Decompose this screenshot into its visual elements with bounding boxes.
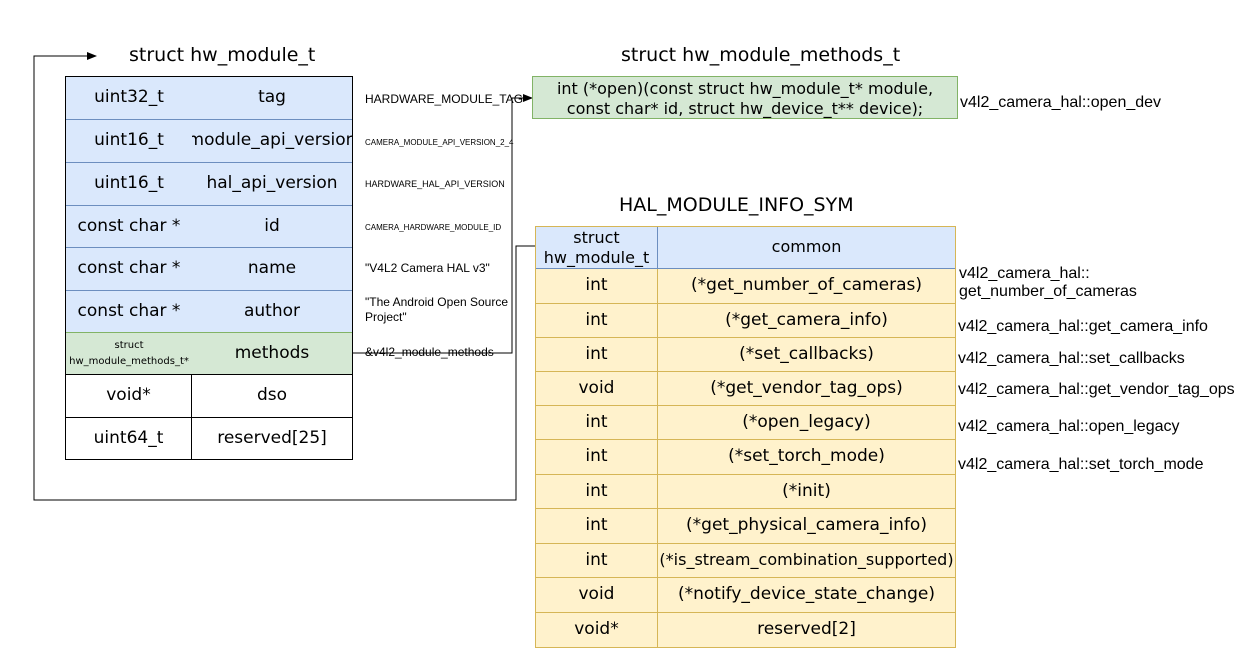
header-field: common [771,237,842,257]
field-name: module_api_version [192,130,352,151]
hw-module-methods-title: struct hw_module_methods_t [621,44,901,66]
field-type: int [536,509,658,543]
field-name: (*get_physical_camera_info) [686,515,927,536]
field-name: tag [258,87,286,108]
open-impl: v4l2_camera_hal::open_dev [960,94,1162,111]
field-type: const char * [77,300,181,321]
field-name: reserved[25] [217,427,327,448]
hw-module-title: struct hw_module_t [129,44,316,66]
get-camera-info-impl: v4l2_camera_hal::get_camera_info [958,318,1208,335]
type-line-2: hw_module_methods_t* [69,355,189,367]
module-api-version-value: CAMERA_MODULE_API_VERSION_2_4 [365,138,514,147]
field-type: int [536,544,658,577]
field-name: (*notify_device_state_change) [677,584,936,605]
open-signature-line-1: int (*open)(const struct hw_module_t* mo… [556,79,934,98]
field-type: int [536,406,658,439]
table-row: int (*get_camera_info) [536,304,955,338]
header-type: struct hw_module_t [536,227,658,268]
table-row: void (*notify_device_state_change) [536,578,955,613]
author-value-line-1: "The Android Open Source [365,295,509,309]
field-type: struct hw_module_methods_t* [66,333,192,374]
table-row: uint64_t reserved[25] [66,418,352,459]
table-row: int (*set_torch_mode) [536,440,955,475]
get-vendor-tag-ops-impl: v4l2_camera_hal::get_vendor_tag_ops [958,381,1235,398]
name-value: "V4L2 Camera HAL v3" [365,261,490,275]
impl-line-1: v4l2_camera_hal:: [959,265,1090,282]
field-type: const char * [77,215,181,236]
field-name: author [243,300,301,321]
field-name: reserved[2] [757,619,856,640]
field-type: const char * [77,258,181,279]
type-line-1: struct [114,339,144,351]
table-row: const char * author [66,291,352,333]
table-row: void (*get_vendor_tag_ops) [536,372,955,406]
field-name: (*set_callbacks) [739,343,874,364]
field-name: name [247,258,297,279]
field-type: int [536,269,658,303]
field-type: uint16_t [94,173,164,194]
table-row: int (*set_callbacks) [536,338,955,372]
tag-value: HARDWARE_MODULE_TAG [365,92,524,106]
table-row: uint16_t hal_api_version [66,163,352,206]
table-row: int (*open_legacy) [536,406,955,440]
table-row: uint32_t tag [66,77,352,120]
field-type: void [536,372,658,405]
field-type: int [536,475,658,508]
table-row: uint16_t module_api_version [66,120,352,163]
open-signature-line-2: const char* id, struct hw_device_t** dev… [566,99,924,118]
table-row: int (*get_physical_camera_info) [536,509,955,544]
field-name: (*get_number_of_cameras) [691,275,922,296]
field-name: hal_api_version [206,173,338,194]
author-value: "The Android Open Source Project" [365,295,508,325]
field-name: dso [256,385,288,406]
hw-module-table: uint32_t tag uint16_t module_api_version… [65,76,353,460]
table-row: const char * id [66,206,352,248]
table-row: void* reserved[2] [536,613,955,647]
field-type: int [536,440,658,474]
table-row: struct hw_module_methods_t* methods [66,333,352,375]
methods-to-open-arrow [352,94,533,354]
open-legacy-impl: v4l2_camera_hal::open_legacy [958,418,1180,435]
field-type: void [536,578,658,612]
header-type-line-1: struct [573,228,620,248]
common-to-hw-module-arrow [33,52,536,501]
open-method-box: int (*open)(const struct hw_module_t* mo… [532,76,958,119]
field-name: (*is_stream_combination_supported) [659,550,954,570]
header-type-line-2: hw_module_t [543,247,650,267]
table-row: void* dso [66,375,352,418]
field-type: void* [66,375,192,417]
author-value-line-2: Project" [365,310,407,324]
table-row: int (*get_number_of_cameras) [536,269,955,304]
field-type: int [536,304,658,337]
table-row: int (*init) [536,475,955,509]
get-number-of-cameras-impl: v4l2_camera_hal:: get_number_of_cameras [959,265,1137,302]
field-name: id [264,215,280,236]
impl-line-2: get_number_of_cameras [959,283,1137,301]
set-callbacks-impl: v4l2_camera_hal::set_callbacks [958,350,1185,367]
field-type: uint16_t [94,130,164,151]
set-torch-mode-impl: v4l2_camera_hal::set_torch_mode [958,456,1204,473]
field-name: (*open_legacy) [742,411,871,432]
field-name: (*get_vendor_tag_ops) [710,377,903,398]
field-name: (*get_camera_info) [725,309,888,330]
field-type: uint32_t [94,87,164,108]
field-type: uint64_t [66,418,192,459]
field-type: void* [536,613,658,647]
field-name: (*set_torch_mode) [728,446,885,467]
table-header-row: struct hw_module_t common [536,227,955,269]
hal-module-info-table: struct hw_module_t common int (*get_numb… [535,226,956,648]
field-type: int [536,338,658,371]
methods-value: &v4l2_module_methods [365,345,494,359]
field-name: (*init) [782,480,831,501]
id-value: CAMERA_HARDWARE_MODULE_ID [365,223,502,232]
table-row: const char * name [66,248,352,291]
hal-api-version-value: HARDWARE_HAL_API_VERSION [365,179,505,189]
table-row: int (*is_stream_combination_supported) [536,544,955,578]
hal-module-info-title: HAL_MODULE_INFO_SYM [619,194,854,216]
field-name: methods [234,342,310,363]
